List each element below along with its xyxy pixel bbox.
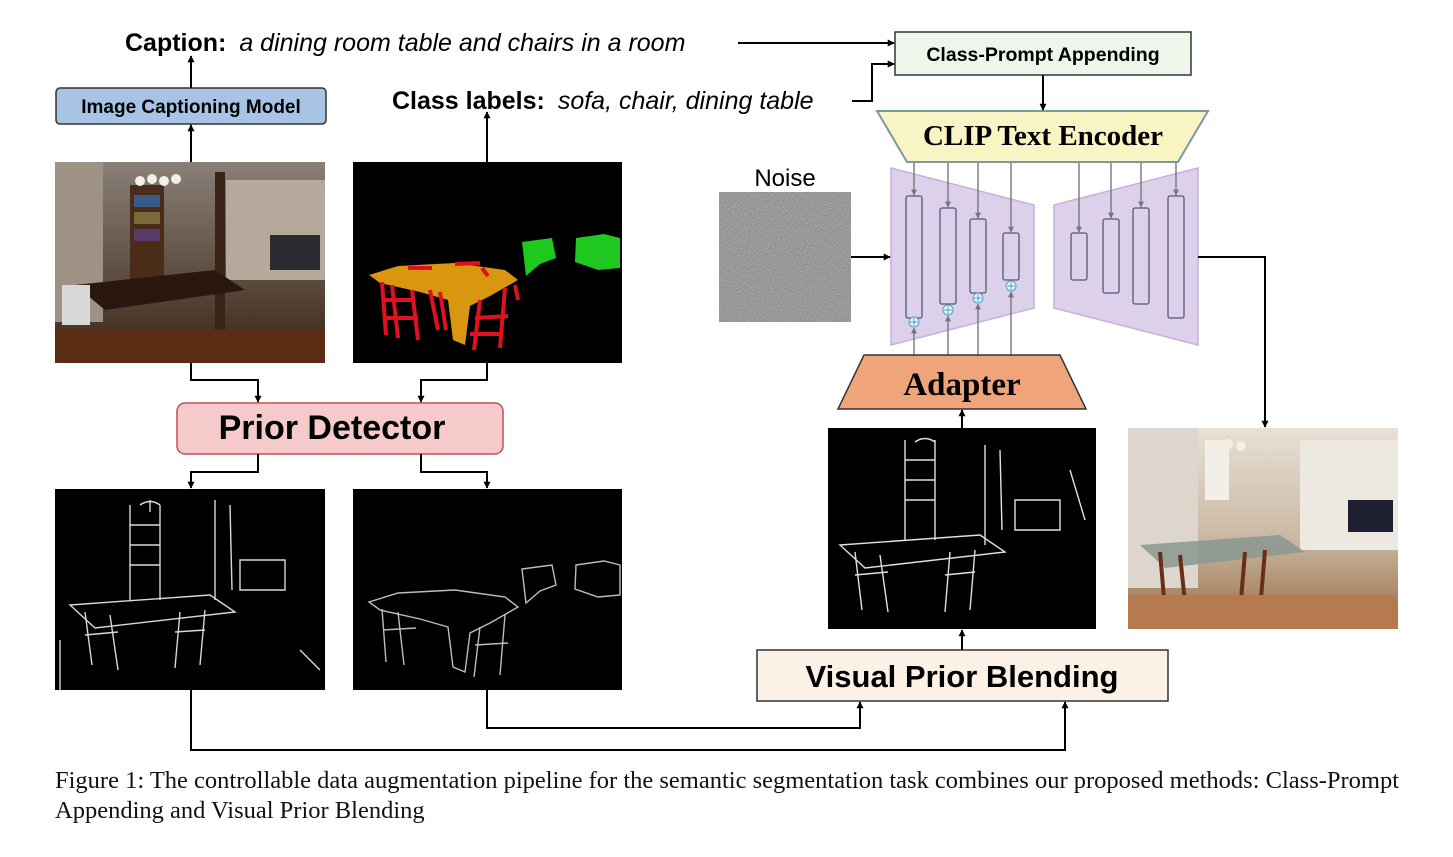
encoder-block-1 (905, 195, 923, 319)
figure-caption: Figure 1: The controllable data augmenta… (55, 767, 1400, 824)
seg-sofa-region-2 (575, 234, 620, 270)
seg-sofa-region-1 (522, 238, 556, 276)
decoder-block-1 (1070, 232, 1088, 281)
encoder-block-3 (969, 218, 987, 294)
decoder-block-3 (1132, 207, 1150, 305)
pipeline-diagram: Caption: a dining room table and chairs … (55, 29, 1398, 751)
seg-table-region (369, 263, 518, 345)
image-captioning-model-box: Image Captioning Model (55, 87, 327, 125)
class-prompt-appending-box: Class-Prompt Appending (894, 31, 1192, 76)
prior-detector-label: Prior Detector (219, 409, 446, 447)
edge-to-blending-arrow (190, 690, 1069, 751)
generated-image (1128, 428, 1398, 629)
segmap-to-detector-arrow (417, 363, 488, 403)
cross-attention-arrows (911, 163, 1179, 233)
segmentation-edge-map (353, 489, 622, 690)
flow-arrows (187, 39, 1269, 751)
noise-label: Noise (754, 165, 815, 192)
photo-edge-map (55, 489, 325, 690)
caption-line: Caption: a dining room table and chairs … (125, 29, 685, 57)
blended-edge-map (828, 428, 1096, 629)
photo-to-detector-arrow (190, 363, 262, 403)
class-labels-text: sofa, chair, dining table (558, 87, 814, 115)
labels-to-cpa-arrow (852, 60, 895, 102)
clip-text-encoder-box: CLIP Text Encoder (875, 110, 1210, 163)
unet-encoder (890, 167, 1035, 346)
unet-decoder (1053, 167, 1199, 346)
caption-label: Caption: (125, 29, 226, 57)
seg-edge-to-blending-arrow (486, 690, 864, 729)
class-prompt-appending-label: Class-Prompt Appending (926, 44, 1159, 66)
clip-text-encoder-label: CLIP Text Encoder (923, 120, 1163, 152)
encoder-block-2 (939, 207, 957, 305)
class-labels-label: Class labels: (392, 87, 545, 115)
decoder-block-4 (1167, 195, 1185, 319)
unet-to-output-arrow (1198, 256, 1269, 428)
adapter-feature-arrows (911, 291, 1014, 355)
add-nodes (908, 280, 1017, 328)
caption-text: a dining room table and chairs in a room (239, 29, 685, 57)
class-labels-line: Class labels: sofa, chair, dining table (392, 87, 814, 115)
adapter-label: Adapter (903, 367, 1020, 403)
prior-detector-box: Prior Detector (176, 402, 504, 455)
image-captioning-model-label: Image Captioning Model (81, 97, 301, 118)
adapter-box: Adapter (836, 354, 1088, 410)
noise-image (719, 192, 851, 322)
visual-prior-blending-box: Visual Prior Blending (756, 649, 1169, 702)
seg-chair-regions (380, 261, 520, 351)
input-photo (55, 162, 325, 363)
decoder-block-2 (1102, 218, 1120, 294)
detector-to-edge-arrow (187, 454, 259, 489)
detector-to-seg-edge-arrow (420, 454, 491, 489)
segmentation-map (353, 162, 622, 363)
visual-prior-blending-label: Visual Prior Blending (806, 659, 1119, 694)
encoder-block-4 (1002, 232, 1020, 281)
